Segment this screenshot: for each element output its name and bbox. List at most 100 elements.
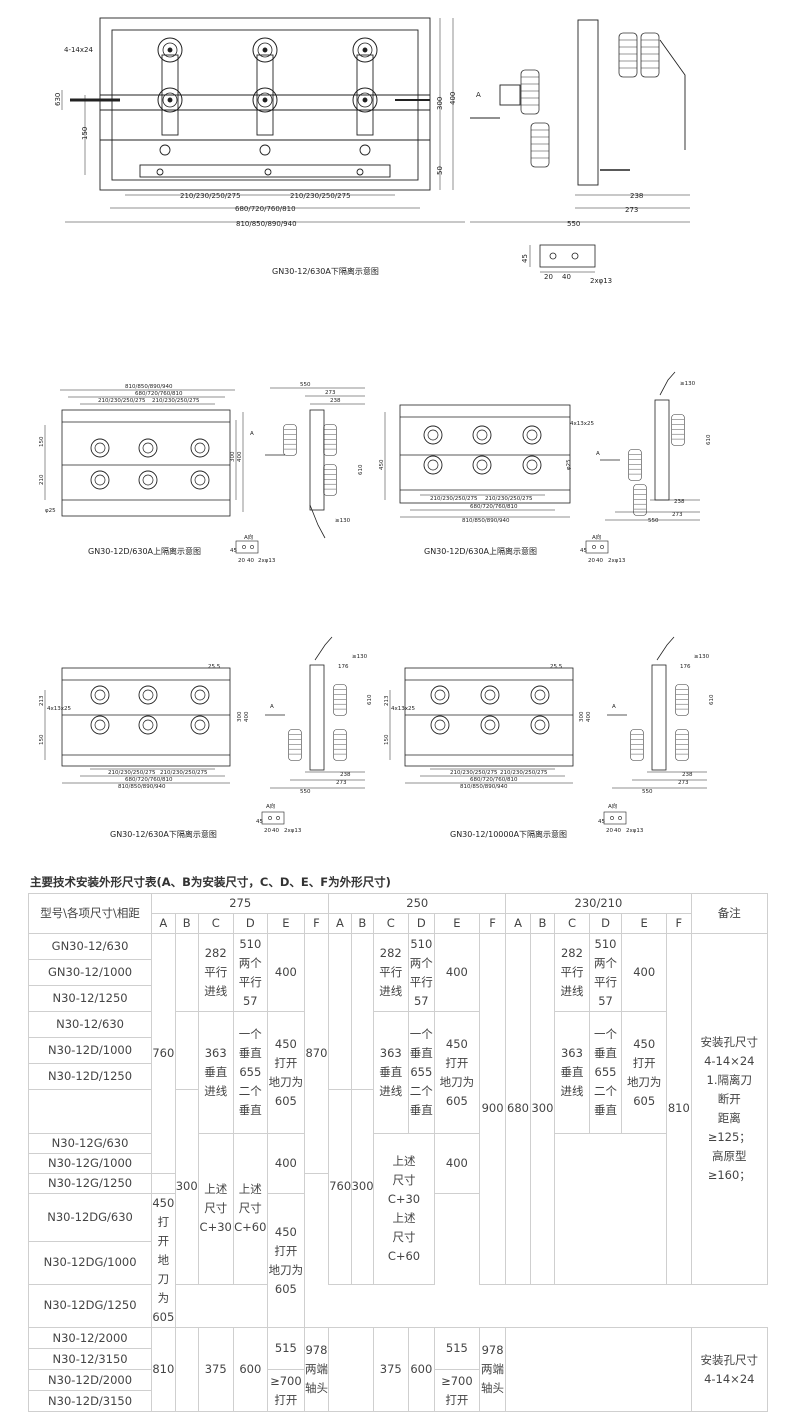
bottom-left-front <box>44 667 231 784</box>
bottom-right-238: 238 <box>682 772 693 778</box>
table-row: N30-12G/1000 <box>27 1153 153 1174</box>
sub-d: D <box>588 913 623 934</box>
sub-a: A <box>151 913 176 934</box>
mid-right-hole2: 2xφ13 <box>608 558 626 564</box>
table-row: N30-12D/1000 <box>27 1037 153 1064</box>
mid-right-pitch-1: 210/230/250/275 <box>430 496 478 502</box>
bottom-left-610: 610 <box>367 694 373 705</box>
cell-c-375: 375 <box>197 1327 234 1412</box>
mid-left-238: 238 <box>330 398 341 404</box>
remark-header: 备注 <box>690 893 769 934</box>
sub-f: F <box>666 913 692 934</box>
mid-left-w-inner: 680/720/760/810 <box>135 391 183 397</box>
dim-238: 238 <box>630 192 643 200</box>
bottom-left-273: 273 <box>336 780 347 786</box>
sub-b: B <box>529 913 556 934</box>
dim-630: 630 <box>54 93 62 106</box>
mid-right-450: 450 <box>379 459 385 470</box>
cell-e-515: 515 <box>267 1327 305 1370</box>
group-275: 275 <box>151 893 330 914</box>
bottom-right-130: ≥130 <box>694 654 710 660</box>
cell-b-300-250: 300 <box>350 1089 374 1285</box>
bottom-left-hole2: 2xφ13 <box>284 828 302 834</box>
cell-f-900: 900 <box>478 933 507 1285</box>
table-row: GN30-12/630 <box>27 933 153 960</box>
cell-ab-empty-250 <box>328 1327 374 1412</box>
mid-left-550: 550 <box>300 382 311 388</box>
mid-left-610: 610 <box>358 464 364 475</box>
bottom-left-w-inner: 680/720/760/810 <box>125 777 173 783</box>
sub-b: B <box>350 913 374 934</box>
mid-right-side <box>600 371 700 521</box>
mid-right-273: 273 <box>672 512 683 518</box>
bottom-right-aview: A向 <box>608 802 617 810</box>
bottom-right-550: 550 <box>642 789 653 795</box>
table-row: N30-12/630 <box>27 1011 153 1038</box>
bottom-right-610: 610 <box>709 694 715 705</box>
cell-f-870: 870 <box>303 933 330 1174</box>
mid-right-d30: φ25 <box>566 459 572 470</box>
table-row: N30-12D/1250 <box>27 1063 153 1090</box>
cell-d-600-250: 600 <box>407 1327 436 1412</box>
mid-right-w-outer: 810/850/890/940 <box>462 518 510 524</box>
mid-left-40: 40 <box>247 558 254 564</box>
mid-right-40: 40 <box>596 558 603 564</box>
top-side-view <box>470 19 690 223</box>
table-row: N30-12DG/630 <box>27 1193 153 1242</box>
sub-c: C <box>197 913 234 934</box>
sub-f: F <box>303 913 330 934</box>
cell-e-400-g-250: 400 <box>434 1133 480 1194</box>
dim-273: 273 <box>625 206 638 214</box>
dim-outer: 810/850/890/940 <box>236 220 297 228</box>
bottom-left-300: 300 <box>237 711 243 722</box>
sub-f: F <box>478 913 507 934</box>
drawings-svg: 4-14x24 210/230/250/275 210/230/250/275 … <box>39 17 715 834</box>
mid-left-detail <box>235 540 259 554</box>
sub-a: A <box>505 913 531 934</box>
table-row: N30-12DG/1000 <box>27 1240 153 1285</box>
bottom-right-w-outer: 810/850/890/940 <box>460 784 508 790</box>
bottom-left-a: A <box>270 704 274 710</box>
cell-b-empty-big <box>174 1327 199 1412</box>
bottom-right-40: 40 <box>614 828 621 834</box>
cell-e-400-g: 400 <box>267 1133 305 1194</box>
bottom-right-20: 20 <box>606 828 613 834</box>
mid-left-a: A <box>250 431 254 437</box>
mid-right-20: 20 <box>588 558 595 564</box>
dim-150: 150 <box>81 127 89 140</box>
mid-right-45: 45 <box>580 548 587 554</box>
bottom-right-pitch-2: 210/230/250/275 <box>500 770 548 776</box>
cell-b-250-top <box>350 933 374 1090</box>
mid-right-detail <box>585 540 609 554</box>
cell-c-375-250: 375 <box>372 1327 409 1412</box>
side-arrow-a: A <box>476 91 481 99</box>
caption-bottom-right: GN30-12/10000A下隔离示意图 <box>450 830 568 839</box>
mid-left-pitch-2: 210/230/250/275 <box>152 398 200 404</box>
bottom-left-45: 45 <box>256 819 263 825</box>
bottom-right-400: 400 <box>586 711 592 722</box>
bottom-left-150: 150 <box>39 734 45 745</box>
caption-mid-right: GN30-12D/630A上隔离示意图 <box>424 547 538 556</box>
table-row: N30-12DG/1250 <box>27 1283 153 1329</box>
detail-20: 20 <box>544 273 553 281</box>
dim-inner: 680/720/760/810 <box>235 205 296 213</box>
mid-right-130: ≥130 <box>680 381 696 387</box>
mid-left-side <box>265 387 365 539</box>
bottom-left-40: 40 <box>272 828 279 834</box>
bottom-left-pitch-1: 210/230/250/275 <box>108 770 156 776</box>
bottom-left-pitch-2: 210/230/250/275 <box>160 770 208 776</box>
table-row: N30-12/3150 <box>27 1348 153 1370</box>
dim-pitch-right: 210/230/250/275 <box>290 192 351 200</box>
cell-empty-230-big <box>505 1327 692 1412</box>
